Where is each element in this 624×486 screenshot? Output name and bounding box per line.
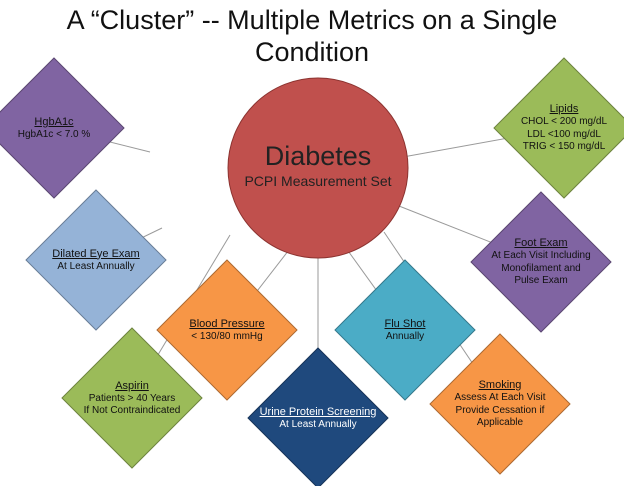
metric-detail: If Not Contraindicated (83, 405, 181, 416)
metric-heading: Lipids (549, 103, 579, 115)
title-line-1: A “Cluster” -- Multiple Metrics on a Sin… (66, 5, 558, 35)
page-title: A “Cluster” -- Multiple Metrics on a Sin… (0, 4, 624, 68)
center-subtitle: PCPI Measurement Set (244, 173, 392, 189)
center-title: Diabetes (264, 141, 372, 171)
diamond-dilated-eye-exam (25, 189, 167, 331)
metric-detail: < 130/80 mmHg (191, 330, 263, 342)
metric-blood-pressure: Blood Pressure< 130/80 mmHg (167, 317, 287, 344)
metric-detail: HgbA1c < 7.0 % (17, 128, 91, 140)
diamond-aspirin (61, 327, 203, 469)
metric-detail: Annually (385, 330, 425, 342)
diamond-hgba1c (0, 57, 125, 199)
metric-detail: At Least Annually (279, 418, 357, 430)
metric-heading: HgbA1c (34, 115, 74, 128)
metric-diamonds (0, 57, 624, 486)
metric-heading: Urine Protein Screening (259, 405, 377, 418)
diamond-smoking (429, 333, 571, 475)
metric-heading: Blood Pressure (189, 317, 265, 330)
metric-detail: Provide Cessation if (455, 404, 545, 416)
metric-detail: LDL <100 mg/dL (527, 128, 601, 140)
metric-heading: Dilated Eye Exam (52, 247, 140, 260)
metric-heading: Flu Shot (384, 317, 426, 330)
metric-heading: Aspirin (115, 379, 149, 392)
diamond-blood-pressure (156, 259, 298, 401)
metric-detail: Monofilament and (501, 262, 581, 274)
metric-detail: Pulse Exam (514, 275, 568, 286)
center-circle (227, 77, 409, 259)
diamond-foot-exam (470, 191, 612, 333)
metric-detail: CHOL < 200 mg/dL (520, 116, 608, 127)
title-line-2: Condition (254, 37, 370, 67)
metric-detail: TRIG < 150 mg/dL (522, 141, 606, 152)
metric-heading: Foot Exam (514, 237, 568, 249)
diamond-urine-protein-screening (247, 347, 389, 486)
metric-detail: Assess At Each Visit (454, 392, 546, 403)
diamond-lipids (493, 57, 624, 199)
metric-detail: At Least Annually (57, 260, 135, 272)
metric-detail: Applicable (476, 417, 524, 428)
diamond-flu-shot (334, 259, 476, 401)
metric-heading: Smoking (478, 379, 522, 391)
metric-detail: At Each Visit Including (491, 250, 591, 261)
metric-detail: Patients > 40 Years (88, 392, 176, 404)
